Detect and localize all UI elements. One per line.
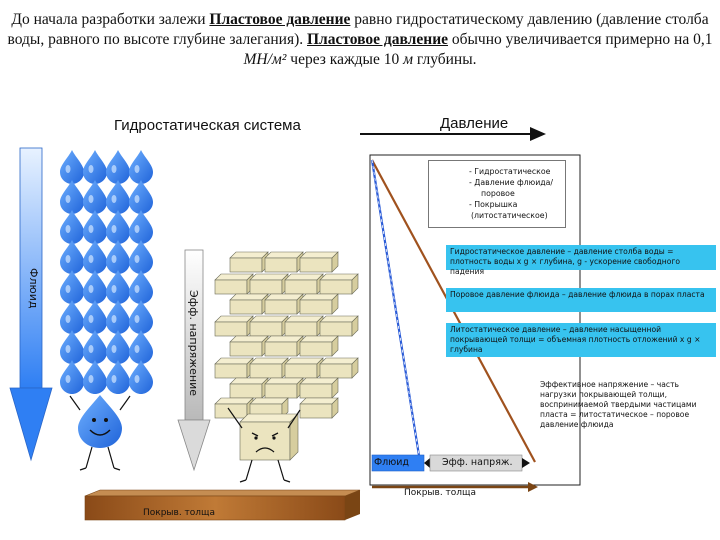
legend-box: - Гидростатическое - Давление флюида/ по… [428, 160, 566, 228]
fluid-arrow-label: Флюид [27, 268, 40, 309]
intro-text: через каждые 10 [286, 51, 404, 68]
legend-pore: поровое [481, 189, 515, 198]
brick [214, 315, 254, 337]
brick [299, 335, 339, 357]
pressure-arrowhead [530, 127, 546, 141]
droplet [83, 330, 107, 364]
intro-text: обычно увеличивается примерно на 0,1 [448, 31, 713, 48]
droplet-person [69, 395, 131, 471]
brick [299, 293, 339, 315]
brick [249, 273, 289, 295]
droplet [60, 300, 84, 334]
overburden-plate [84, 489, 361, 521]
brick [264, 335, 304, 357]
brick [319, 273, 359, 295]
droplet [106, 180, 130, 214]
droplet [60, 360, 84, 394]
brick-person [227, 407, 301, 483]
hydrostatic-system-title: Гидростатическая система [114, 117, 301, 134]
droplet [60, 210, 84, 244]
droplet [129, 330, 153, 364]
fluid-arrow [9, 147, 53, 462]
droplet [60, 180, 84, 214]
brick [229, 293, 269, 315]
brick [299, 397, 339, 419]
droplet [106, 330, 130, 364]
brick [299, 251, 339, 273]
droplet [60, 270, 84, 304]
droplet [83, 360, 107, 394]
brick [249, 315, 289, 337]
intro-unit: м [403, 51, 414, 68]
droplet [83, 210, 107, 244]
overburden-arrow-label: Покрыв. толща [404, 488, 477, 498]
brick [249, 357, 289, 379]
droplet-stack [60, 150, 153, 394]
brick [214, 273, 254, 295]
brick [229, 377, 269, 399]
droplet [129, 360, 153, 394]
droplet [83, 270, 107, 304]
note-hydrostatic: Гидростатическое давление – давление сто… [446, 245, 716, 276]
intro-text: До начала разработки залежи [11, 11, 210, 28]
term-reservoir-pressure: Пластовое давление [209, 11, 351, 28]
droplet [129, 210, 153, 244]
brick [284, 315, 324, 337]
brick [229, 335, 269, 357]
brick [264, 251, 304, 273]
droplet [83, 180, 107, 214]
note-lithostatic: Литостатическое давление – давление насы… [446, 323, 716, 357]
droplet [106, 150, 130, 184]
droplet [129, 150, 153, 184]
note-pore-pressure: Поровое давление флюида – давление флюид… [446, 288, 716, 312]
brick [214, 357, 254, 379]
pressure-axis-title: Давление [440, 115, 509, 132]
legend-cap: - Покрышка [469, 200, 518, 209]
legend-hydro: - Гидростатическое [469, 167, 551, 176]
droplet [60, 330, 84, 364]
droplet [106, 300, 130, 334]
droplet [129, 180, 153, 214]
intro-text: глубины. [413, 51, 477, 68]
fluid-bar-label: Флюид [374, 457, 409, 468]
intro-unit: МН/м² [243, 51, 287, 68]
term-reservoir-pressure: Пластовое давление [307, 31, 448, 48]
brick-wall [214, 251, 359, 419]
droplet [106, 210, 130, 244]
droplet [129, 270, 153, 304]
droplet [83, 150, 107, 184]
droplet [83, 300, 107, 334]
brick [284, 357, 324, 379]
brick [299, 377, 339, 399]
hydrostatic-line [371, 159, 421, 463]
droplet [106, 360, 130, 394]
intro-text: равно гидростатическому давлению (давлен… [7, 11, 709, 48]
legend-litho: (литостатическое) [471, 211, 548, 220]
brick [319, 357, 359, 379]
eff-stress-bar-label: Эфф. напряж. [442, 457, 513, 468]
intro-paragraph: До начала разработки залежи Пластовое да… [6, 10, 714, 70]
effective-stress-arrow [177, 249, 211, 472]
brick [284, 273, 324, 295]
droplet [60, 240, 84, 274]
eff-stress-arrow-label: Эфф. напряжение [187, 290, 200, 396]
droplet [106, 270, 130, 304]
droplet [106, 240, 130, 274]
brick [264, 377, 304, 399]
droplet [129, 240, 153, 274]
droplet [60, 150, 84, 184]
droplet [83, 240, 107, 274]
note-effective-stress: Эффективное напряжение – часть нагрузки … [540, 380, 697, 429]
droplet [129, 300, 153, 334]
overburden-plate-label: Покрыв. толща [143, 508, 216, 518]
brick [319, 315, 359, 337]
brick [264, 293, 304, 315]
brick [229, 251, 269, 273]
legend-fluid: - Давление флюида/ [469, 178, 554, 187]
